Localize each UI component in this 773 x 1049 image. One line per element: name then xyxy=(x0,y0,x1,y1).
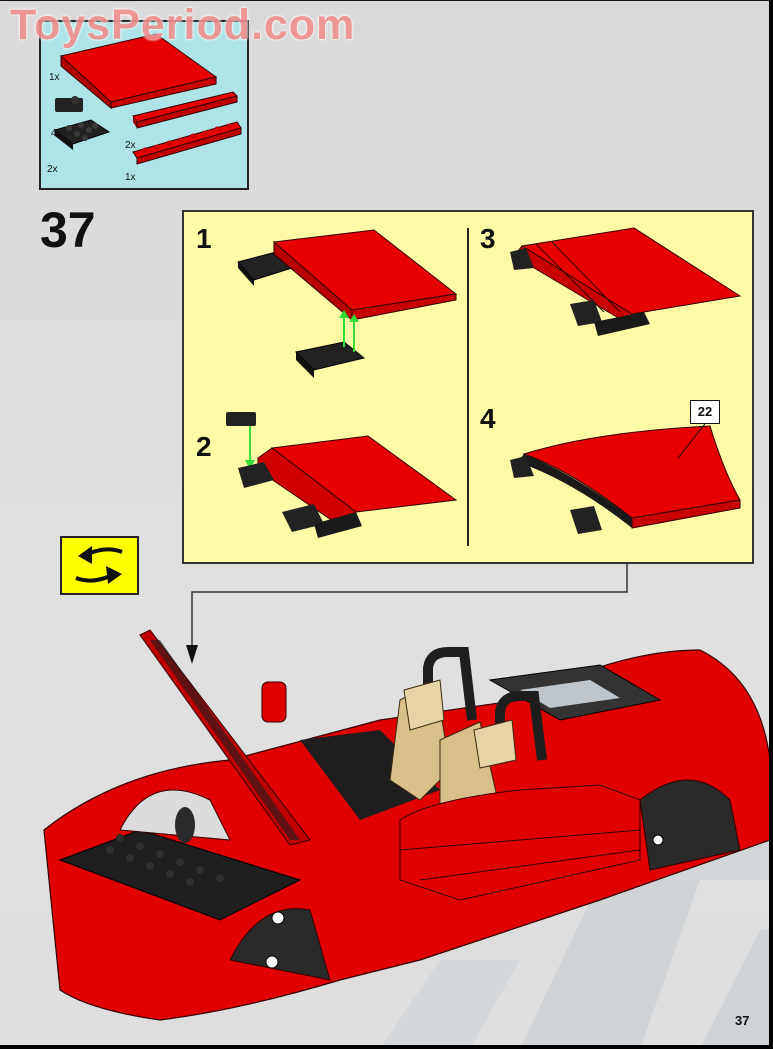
substep-4-illustration xyxy=(510,419,741,534)
rotate-model-icon xyxy=(60,536,139,595)
step-number: 37 xyxy=(40,202,96,258)
substep-3-illustration xyxy=(510,227,742,336)
rotate-arrows-icon xyxy=(75,546,123,584)
watermark: ToysPeriod.com xyxy=(10,1,356,49)
substep-divider xyxy=(467,228,469,546)
substep-illustrations xyxy=(226,227,742,538)
qty-clip-plate: 4x xyxy=(51,128,62,139)
page-number: 37 xyxy=(735,1013,750,1028)
substep-1-illustration xyxy=(237,229,458,378)
sticker-callout: 22 xyxy=(690,400,720,424)
qty-red-plate: 1x xyxy=(125,172,136,183)
parts-list-box: 1x 4x 2x 2x 1x xyxy=(39,20,249,190)
top-border xyxy=(0,0,769,1)
parts-illustration xyxy=(53,33,242,165)
substep-2-illustration xyxy=(226,412,458,538)
substep-label-1: 1 xyxy=(196,223,212,254)
qty-black-plate: 2x xyxy=(47,164,58,175)
substep-label-4: 4 xyxy=(480,403,496,434)
qty-red-tile: 2x xyxy=(125,140,136,151)
qty-wedge: 1x xyxy=(49,72,60,83)
substep-label-3: 3 xyxy=(480,223,496,254)
sub-assembly-box: 1 2 3 4 xyxy=(182,210,754,564)
substep-label-2: 2 xyxy=(196,431,212,462)
